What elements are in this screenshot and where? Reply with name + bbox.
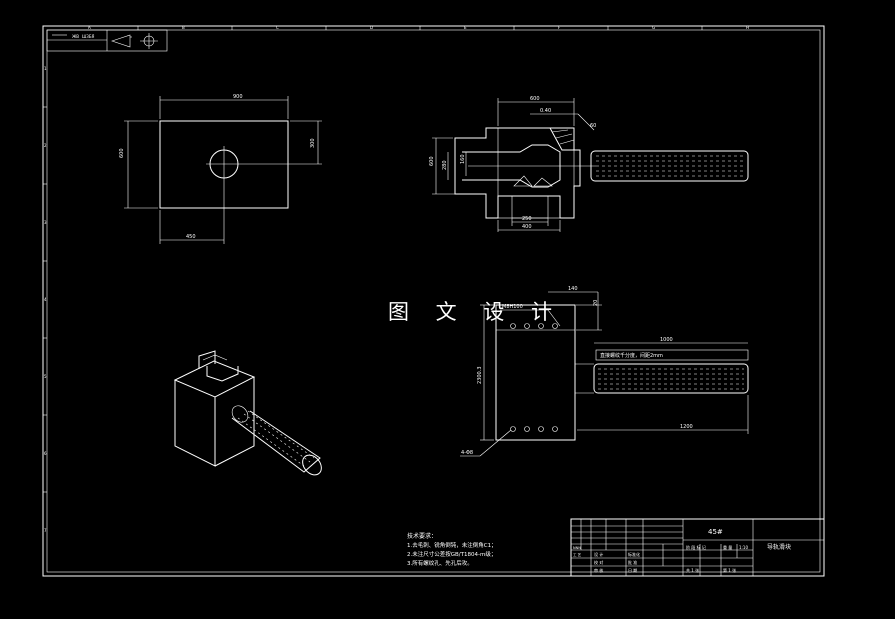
tech-note-1: 1.去毛刺、锐角倒钝，未注倒角C1； bbox=[407, 541, 497, 549]
svg-text:1:10: 1:10 bbox=[739, 545, 748, 550]
side-view-rod-note: 直接螺纹千分度，间距2mm bbox=[600, 352, 663, 359]
front-view-inner-dim-2: 160 bbox=[460, 154, 466, 164]
tech-note-3: 3.所有螺纹孔、先孔后攻。 bbox=[407, 559, 473, 567]
svg-text:1: 1 bbox=[44, 66, 47, 71]
svg-text:日 期: 日 期 bbox=[628, 567, 637, 573]
title-part-name: 导轨滑块 bbox=[767, 543, 791, 551]
inner-frame bbox=[46, 29, 821, 573]
title-material: 45# bbox=[708, 528, 723, 536]
top-view-height-dim: 600 bbox=[119, 148, 125, 158]
svg-text:标准化: 标准化 bbox=[628, 551, 640, 557]
svg-text:2: 2 bbox=[44, 143, 47, 148]
svg-text:共 1 张: 共 1 张 bbox=[686, 567, 699, 573]
svg-text:重 量: 重 量 bbox=[723, 544, 732, 550]
front-view-bottom-dim-1: 250 bbox=[522, 216, 532, 222]
svg-text:7: 7 bbox=[44, 528, 47, 533]
svg-text:5: 5 bbox=[44, 374, 47, 379]
front-view-bottom-dim-2: 400 bbox=[522, 224, 532, 230]
side-view-small-dim: 20 bbox=[593, 300, 599, 306]
tech-notes: 技术要求： 1.去毛刺、锐角倒钝，未注倒角C1； 2.未注尺寸公差按GB/T18… bbox=[407, 532, 497, 567]
svg-text:ЖВ: ЖВ bbox=[72, 34, 79, 39]
svg-text:审 核: 审 核 bbox=[594, 567, 603, 573]
front-view-inner-dim-1: 280 bbox=[442, 160, 448, 170]
side-view-outline bbox=[495, 304, 576, 441]
marker-b: B bbox=[182, 25, 185, 30]
side-view-rod-len-bottom: 1200 bbox=[680, 424, 693, 430]
svg-text:4: 4 bbox=[44, 297, 47, 302]
front-view-top-dim: 600 bbox=[530, 96, 540, 102]
front-view-height-dim: 600 bbox=[429, 156, 435, 166]
svg-text:6: 6 bbox=[44, 451, 47, 456]
side-view-rod-len-top: 1000 bbox=[660, 337, 673, 343]
top-view: 900 600 300 450 bbox=[119, 94, 322, 244]
side-markers: 1 2 3 4 5 6 7 bbox=[43, 66, 47, 533]
svg-text:批 准: 批 准 bbox=[628, 559, 637, 565]
marker-c: C bbox=[276, 25, 279, 30]
top-view-width-dim: 900 bbox=[233, 94, 243, 100]
front-view-chamfer-dim: 0.40 bbox=[540, 108, 551, 114]
front-view: 600 0.40 60 600 280 160 250 400 bbox=[429, 96, 749, 232]
marker-d: D bbox=[370, 25, 373, 30]
side-view-height-dim: 2300.3 bbox=[477, 367, 483, 385]
title-block: 45# 导轨滑块 设 计 校 对 审 核 标准化 批 准 日 期 阶 段 标 记… bbox=[570, 518, 825, 577]
watermark: 图 文 设 计 bbox=[388, 300, 563, 324]
svg-text:阶 段 标 记: 阶 段 标 记 bbox=[686, 544, 706, 550]
side-view-top-dim: 140 bbox=[568, 286, 578, 292]
top-markers: A B C D E F G H bbox=[88, 25, 749, 30]
marker-a: A bbox=[88, 25, 91, 30]
svg-text:设 计: 设 计 bbox=[594, 551, 603, 557]
svg-text:ШЗБЯ: ШЗБЯ bbox=[82, 34, 95, 39]
marker-g: G bbox=[652, 25, 655, 30]
outer-frame bbox=[42, 25, 825, 577]
marker-f: F bbox=[558, 25, 561, 30]
front-view-angle-dim: 60 bbox=[590, 123, 596, 129]
svg-text:第 1 张: 第 1 张 bbox=[723, 567, 736, 573]
marker-e: E bbox=[464, 25, 467, 30]
marker-h: H bbox=[746, 25, 749, 30]
svg-text:3: 3 bbox=[44, 220, 47, 225]
svg-text:NNN: NNN bbox=[573, 546, 581, 550]
front-view-rod bbox=[590, 150, 749, 182]
side-view-callout: 4-Φ8 bbox=[461, 450, 473, 456]
isometric-view bbox=[173, 350, 322, 476]
top-view-offset-dim: 300 bbox=[310, 138, 316, 148]
top-view-pos-dim: 450 bbox=[186, 234, 196, 240]
tech-note-2: 2.未注尺寸公差按GB/T1804-m级； bbox=[407, 550, 496, 558]
side-view-rod bbox=[593, 363, 749, 394]
tech-notes-title: 技术要求： bbox=[407, 532, 437, 540]
svg-text:校 对: 校 对 bbox=[594, 559, 603, 565]
svg-text:工 艺: 工 艺 bbox=[573, 552, 582, 557]
front-view-hatch bbox=[549, 127, 575, 151]
corner-code-table: ЖВ ШЗБЯ bbox=[46, 29, 168, 52]
side-view: 直接螺纹千分度，间距2mm 1000 1200 140 M8H100 20 23… bbox=[460, 286, 749, 457]
side-view-hole-label: M8H100 bbox=[502, 304, 523, 310]
